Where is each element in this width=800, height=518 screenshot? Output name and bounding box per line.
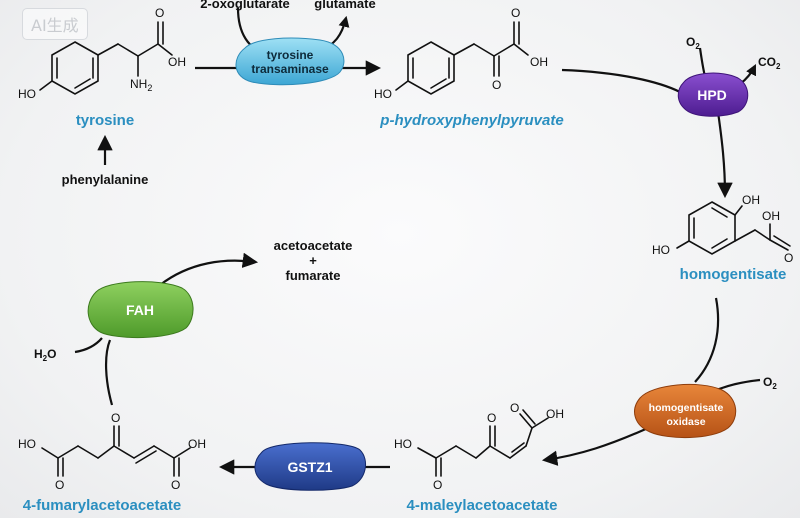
hpp-label: p-hydroxyphenylpyruvate — [379, 112, 563, 129]
hgo-o2-label: O2 — [763, 375, 777, 391]
hpd-label: HPD — [697, 87, 727, 103]
glutamate-label: glutamate — [314, 0, 375, 11]
hgo-label-line1: homogentisate — [649, 402, 724, 414]
fumaryl-o-left: O — [55, 478, 64, 492]
tat-label-line1: tyrosine — [267, 48, 314, 62]
fumaryl-to-fah-line — [104, 339, 114, 406]
hpp-keto-o: O — [492, 78, 501, 92]
gstz1-label: GSTZ1 — [287, 459, 332, 475]
fumarylacetoacetate-label: 4-fumarylacetoacetate — [23, 497, 181, 514]
gstz1-blob — [254, 442, 367, 491]
hpd-o2-label: O2 — [686, 35, 700, 51]
tyrosine-nh2-atom: NH2 — [130, 77, 152, 93]
hgo-to-maleyl-arrow — [541, 426, 649, 466]
hpp-oh-atom: OH — [530, 55, 548, 69]
maleyl-o-left: O — [433, 478, 442, 492]
maleyl-keto-o: O — [487, 411, 496, 425]
ai-generated-watermark: AI生成 — [22, 8, 88, 40]
hga-acid-oh: OH — [762, 209, 780, 223]
fah-h2o-in — [74, 337, 103, 354]
maleyl-oh-atom: OH — [546, 407, 564, 421]
hga-to-hgo-line — [694, 297, 720, 383]
tat-label-line2: transaminase — [251, 62, 329, 76]
tyrosine-carbonyl-o: O — [155, 6, 164, 20]
fumaryl-o-right: O — [171, 478, 180, 492]
maleylacetoacetate-label: 4-maleylacetoacetate — [407, 497, 558, 514]
maleylacetoacetate-structure: HO O O O OH — [394, 401, 564, 492]
fumaryl-oh-atom: OH — [188, 437, 206, 451]
homogentisate-label: homogentisate — [680, 266, 787, 283]
hpd-blob — [677, 72, 749, 117]
fumaryl-ho-atom: HO — [18, 437, 36, 451]
hpp-to-hpd-line — [561, 68, 681, 93]
hga-oh-top: OH — [742, 193, 760, 207]
hpp-ho-atom: HO — [374, 87, 392, 101]
fah-blob — [87, 281, 194, 339]
products-plus: + — [309, 253, 317, 268]
tyrosine-oh-atom: OH — [168, 55, 186, 69]
maleyl-ho-atom: HO — [394, 437, 412, 451]
tyrosine-label: tyrosine — [76, 112, 134, 129]
hga-acid-o: O — [784, 251, 793, 265]
tyrosine-ho-atom: HO — [18, 87, 36, 101]
fah-label: FAH — [126, 302, 154, 318]
fah-to-products-arrow — [159, 252, 259, 286]
hpd-co2-label: CO2 — [758, 55, 781, 71]
fumaryl-keto-o: O — [111, 411, 120, 425]
tyrosine-structure: HO O OH NH2 — [18, 6, 186, 101]
hgo-blob — [634, 383, 737, 439]
phenylalanine-label: phenylalanine — [62, 172, 149, 187]
hpd-to-hga-arrow — [716, 111, 733, 199]
hpp-carbonyl-o: O — [511, 6, 520, 20]
products-fumarate: fumarate — [286, 268, 341, 283]
homogentisate-structure: OH HO OH O — [652, 193, 793, 265]
oxoglutarate-label: 2-oxoglutarate — [200, 0, 290, 11]
hpp-structure: HO O OH O — [374, 6, 548, 101]
fah-h2o-label: H2O — [34, 347, 56, 363]
maleyl-acid-o: O — [510, 401, 519, 415]
hga-ho-left: HO — [652, 243, 670, 257]
tyrosine-transaminase-blob — [235, 37, 345, 86]
fumarylacetoacetate-structure: HO O O O OH — [18, 411, 206, 492]
products-acetoacetate: acetoacetate — [274, 238, 353, 253]
hgo-label-line2: oxidase — [666, 416, 705, 428]
